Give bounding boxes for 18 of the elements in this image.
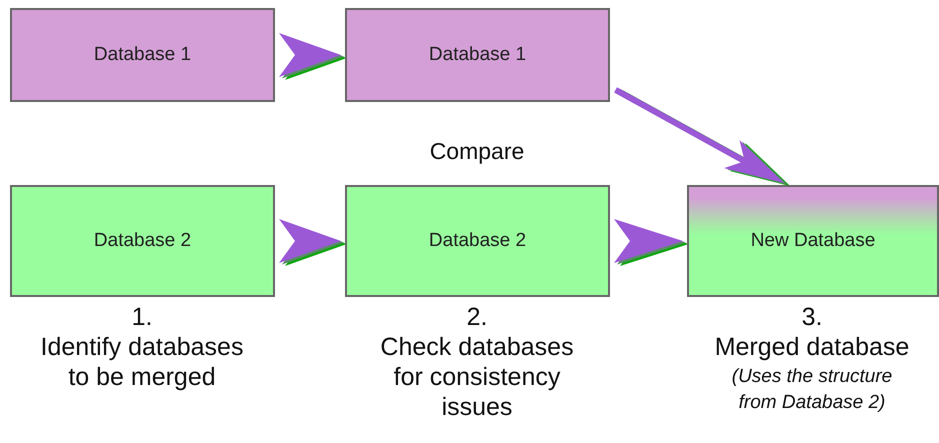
box-label: Database 1	[428, 44, 526, 66]
box-label: New Database	[750, 230, 876, 252]
database-box	[345, 185, 610, 297]
comparison-label: Compare	[428, 137, 526, 166]
step-description: Merged database	[714, 332, 910, 362]
step-number: 1.	[130, 302, 154, 332]
box-label: Database 2	[428, 230, 526, 252]
box-label: Database 2	[94, 230, 192, 252]
database-box	[687, 185, 939, 297]
note: (Uses the structure from Database 2)	[730, 365, 894, 415]
step-number: 3.	[800, 302, 824, 332]
step-number: 2.	[466, 302, 488, 332]
step-description: Check databases for consistency issues	[379, 332, 575, 422]
database-box	[345, 8, 610, 102]
step-description: Identify databases to be merged	[40, 332, 244, 392]
box-label: Database 1	[94, 44, 192, 66]
database-box	[10, 185, 275, 297]
database-box	[10, 8, 275, 102]
